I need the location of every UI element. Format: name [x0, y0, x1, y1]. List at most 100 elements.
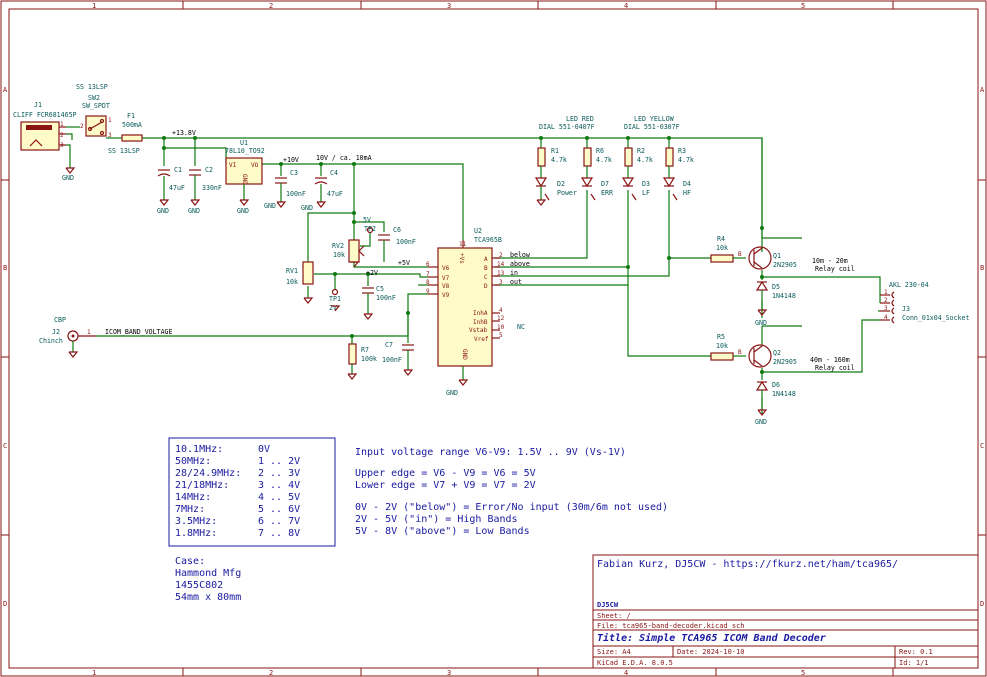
- ruler-row-a-right: A: [980, 86, 985, 94]
- net-in: in: [510, 269, 518, 277]
- band-table-band: 50MHz:: [175, 456, 211, 467]
- c4-capacitor: [314, 177, 328, 202]
- svg-text:4: 4: [884, 314, 888, 321]
- q2-ref: Q2: [773, 349, 781, 357]
- svg-text:V8: V8: [442, 283, 450, 290]
- c7-value: 100nF: [382, 356, 402, 364]
- d2-ref: D2: [557, 180, 565, 188]
- d5-ref: D5: [772, 283, 780, 291]
- ruler-col-5: 5: [801, 2, 805, 10]
- net-2v: +2V: [366, 269, 378, 277]
- rv1-ref: RV1: [286, 267, 298, 275]
- svg-text:9: 9: [426, 288, 430, 295]
- svg-text:B: B: [738, 251, 742, 258]
- r4-ref: R4: [717, 235, 725, 243]
- rv1-value: 10k: [286, 278, 298, 286]
- rv1-potentiometer: [302, 261, 314, 285]
- j3-connector: [880, 291, 895, 324]
- ruler-col-3: 3: [447, 2, 451, 10]
- r4-value: 10k: [716, 244, 728, 252]
- d2-value: Power: [557, 189, 577, 197]
- ruler-col-4: 4: [624, 2, 628, 10]
- band-table-band: 7MHz:: [175, 504, 205, 515]
- d4-ref: D4: [683, 180, 691, 188]
- net-below: below: [510, 251, 530, 259]
- net-relay2b: Relay coil: [815, 364, 855, 372]
- r5-value: 10k: [716, 342, 728, 350]
- band-table-voltage: 1 .. 2V: [258, 456, 300, 467]
- band-table-band: 21/18MHz:: [175, 480, 229, 491]
- ruler-col-2-bottom: 2: [269, 669, 273, 677]
- net-relay2: 40m - 160m: [810, 356, 850, 364]
- tp1-ref: TP1: [329, 295, 341, 303]
- svg-text:InhA: InhA: [473, 310, 488, 317]
- ruler-row-c-right: C: [980, 442, 984, 450]
- tb-sheet: Sheet: /: [597, 612, 631, 620]
- q2-transistor: [748, 344, 772, 368]
- case-size: 54mm x 80mm: [175, 592, 241, 603]
- svg-text:2: 2: [60, 132, 64, 139]
- note-upper: Upper edge = V6 - V9 = V6 = 5V: [355, 468, 536, 479]
- svg-text:VO: VO: [251, 162, 259, 169]
- band-table-voltage: 3 .. 4V: [258, 480, 300, 491]
- led-red-label: LED RED: [566, 115, 594, 123]
- r4-resistor: [710, 254, 734, 263]
- band-table-voltage: 5 .. 6V: [258, 504, 300, 515]
- d7-value: ERR: [601, 189, 613, 197]
- d6-value: 1N4148: [772, 390, 796, 398]
- svg-text:3: 3: [499, 279, 503, 286]
- tb-rev: Rev: 0.1: [899, 648, 933, 656]
- ruler-row-c: C: [3, 442, 7, 450]
- svg-text:GND: GND: [241, 174, 248, 185]
- ruler-row-b: B: [3, 264, 7, 272]
- svg-text:13: 13: [497, 270, 505, 277]
- tp1-testpoint: [331, 288, 339, 296]
- c5-ref: C5: [376, 285, 384, 293]
- band-table-band: 10.1MHz:: [175, 444, 223, 455]
- r1-value: 4.7k: [551, 156, 567, 164]
- ruler-row-b-right: B: [980, 264, 984, 272]
- q1-transistor: [748, 246, 772, 270]
- r2-ref: R2: [637, 147, 645, 155]
- net-relay1b: Relay coil: [815, 265, 855, 273]
- c3-ref: C3: [290, 169, 298, 177]
- ruler-col-5-bottom: 5: [801, 669, 805, 677]
- band-table-band: 14MHz:: [175, 492, 211, 503]
- svg-text:A: A: [484, 256, 488, 263]
- svg-text:3: 3: [884, 305, 888, 312]
- r3-value: 4.7k: [678, 156, 694, 164]
- sw-title: SS 13LSP: [76, 83, 108, 91]
- d6-ref: D6: [772, 381, 780, 389]
- title-block: [592, 554, 979, 669]
- c4-value: 47uF: [327, 190, 343, 198]
- case-model: 1455C802: [175, 580, 223, 591]
- svg-text:3: 3: [60, 142, 64, 149]
- svg-text:D: D: [484, 283, 488, 290]
- f1-value: 500mA: [122, 121, 142, 129]
- ground-symbols: [65, 167, 768, 416]
- led-yellow-label: LED YELLOW: [634, 115, 674, 123]
- q2-value: 2N2905: [773, 358, 797, 366]
- svg-text:+Vs: +Vs: [458, 253, 465, 264]
- j3-value: Conn_01x04_Socket: [902, 314, 970, 322]
- net-out: out: [510, 278, 522, 286]
- j2-value: Chinch: [39, 337, 63, 345]
- tp1-value: 2V: [329, 304, 337, 312]
- j3-ref: J3: [902, 305, 910, 313]
- r5-resistor: [710, 352, 734, 361]
- gnd-u2: GND: [446, 389, 458, 397]
- d4-value: HF: [683, 189, 691, 197]
- gnd-c1: GND: [157, 207, 169, 215]
- r7-resistor: [348, 343, 357, 365]
- svg-text:GND: GND: [461, 349, 468, 360]
- svg-text:8: 8: [426, 279, 430, 286]
- tb-size: Size: A4: [597, 648, 631, 656]
- gnd-j1: GND: [62, 174, 74, 182]
- tb-author: Fabian Kurz, DJ5CW - https://fkurz.net/h…: [597, 559, 898, 570]
- r5-ref: R5: [717, 333, 725, 341]
- r3-resistor: [665, 147, 674, 167]
